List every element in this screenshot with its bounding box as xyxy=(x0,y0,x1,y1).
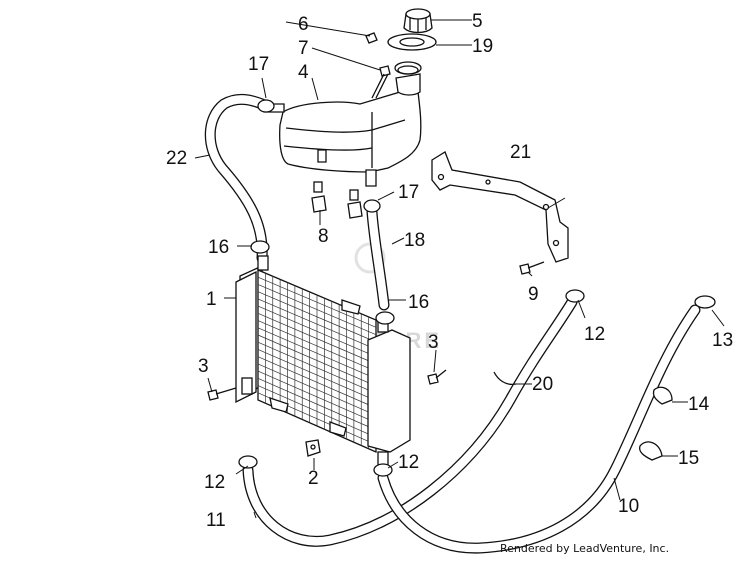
bracket-21 xyxy=(431,151,569,263)
clip-20 xyxy=(493,371,517,386)
callout-20: 20 xyxy=(532,374,553,395)
bolt-3-left xyxy=(207,387,237,401)
callout-labels: 1 2 3 3 4 5 6 7 8 9 10 11 12 12 12 12 13… xyxy=(166,11,733,531)
core-fin-h xyxy=(257,363,377,416)
core-fin-h xyxy=(257,349,377,401)
callout-3-right: 3 xyxy=(428,332,439,353)
clamp-12-right xyxy=(565,289,585,303)
callout-12-right: 12 xyxy=(584,324,605,345)
callout-21: 21 xyxy=(510,142,531,163)
hose-18 xyxy=(366,206,390,311)
bolt-7 xyxy=(371,65,391,99)
callout-16-right: 16 xyxy=(408,292,429,313)
callout-1: 1 xyxy=(206,289,217,310)
callout-11: 11 xyxy=(206,510,226,531)
clamp-12-left xyxy=(238,455,258,469)
clamp-17-lower xyxy=(363,199,381,213)
core-fin-h xyxy=(257,313,377,365)
seal-19 xyxy=(387,33,437,51)
core-fin-h xyxy=(257,356,377,409)
core-fin-h xyxy=(257,327,377,379)
callout-17-top: 17 xyxy=(248,54,269,75)
callout-8: 8 xyxy=(318,226,329,247)
clip-15 xyxy=(638,441,663,461)
clamp-16-left xyxy=(250,240,270,254)
radiator-1 xyxy=(235,255,411,467)
clamp-17-top xyxy=(257,99,275,113)
callout-22: 22 xyxy=(166,148,187,169)
bracket-leader xyxy=(547,197,566,209)
callout-15: 15 xyxy=(678,448,699,469)
core-fin-h xyxy=(257,291,377,343)
core-fin-h xyxy=(257,320,377,372)
cap-5 xyxy=(403,8,433,34)
core-fin-h xyxy=(257,370,377,423)
coolant-tank-4 xyxy=(263,61,422,187)
callout-10: 10 xyxy=(618,496,639,517)
core-fin-h xyxy=(257,378,377,431)
callout-6: 6 xyxy=(298,14,309,35)
screw-6 xyxy=(365,32,378,44)
core-fin-h xyxy=(257,341,377,394)
leader-lines xyxy=(194,19,725,519)
callout-18: 18 xyxy=(404,230,425,251)
callout-2: 2 xyxy=(308,468,319,489)
callout-3-left: 3 xyxy=(198,356,209,377)
callout-16-left: 16 xyxy=(208,237,229,258)
hose-10 xyxy=(377,304,701,554)
callout-13: 13 xyxy=(712,330,733,351)
callout-17-lower: 17 xyxy=(398,182,419,203)
callout-12-mid: 12 xyxy=(398,452,419,473)
watermark-logo xyxy=(354,242,386,274)
callout-12-left: 12 xyxy=(204,472,225,493)
bolt-9 xyxy=(519,261,545,275)
credit-text: Rendered by LeadVenture, Inc. xyxy=(500,542,669,555)
clip-14 xyxy=(652,386,673,405)
clamp-13 xyxy=(694,295,716,309)
hose-22 xyxy=(204,93,268,264)
core-fin-h xyxy=(257,298,377,350)
clamp-16-right xyxy=(375,311,395,325)
grommet-8b xyxy=(347,189,363,219)
callout-7: 7 xyxy=(298,38,309,59)
core-fin-h xyxy=(257,305,377,357)
core-fin-h xyxy=(257,276,377,328)
core-fin-h xyxy=(257,385,377,438)
clip-2 xyxy=(305,439,321,457)
callout-19: 19 xyxy=(472,36,493,57)
core-fin-h xyxy=(257,284,377,335)
callout-5: 5 xyxy=(472,11,483,32)
callout-9: 9 xyxy=(528,284,539,305)
bolt-3-right xyxy=(427,369,447,385)
core-fin-h xyxy=(257,334,377,387)
hose-11 xyxy=(242,296,578,547)
clamp-12-mid xyxy=(373,463,393,477)
grommet-8a xyxy=(311,181,327,213)
callout-4: 4 xyxy=(298,62,309,83)
callout-14: 14 xyxy=(688,394,710,415)
